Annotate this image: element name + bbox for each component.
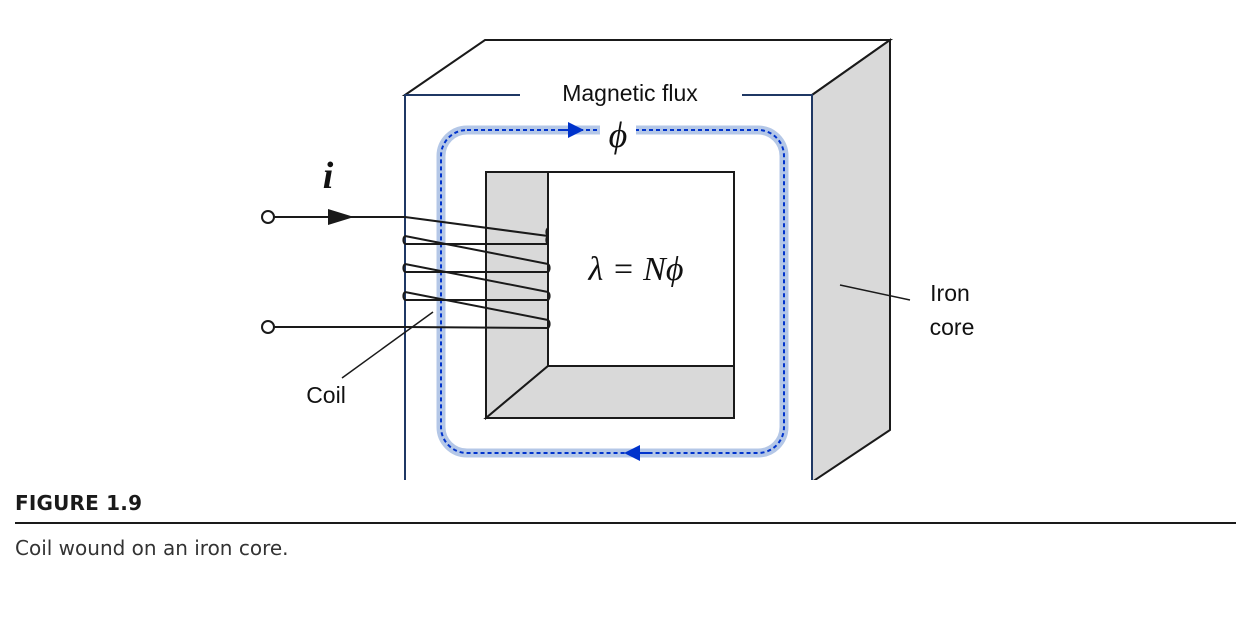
window-outline — [485, 171, 735, 419]
iron-core-label-line2: core — [930, 314, 975, 340]
iron-core-label-line1: Iron — [930, 280, 970, 306]
magnetic-flux-label: Magnetic flux — [562, 80, 698, 106]
coil-leader — [341, 311, 434, 379]
iron-core-leader — [839, 284, 911, 301]
phi-gap — [600, 118, 636, 144]
current-symbol: i — [323, 155, 334, 197]
coil-label: Coil — [306, 382, 346, 408]
coil-windings — [402, 216, 551, 329]
label-gap — [520, 88, 742, 102]
figure-label: FIGURE 1.9 — [15, 491, 143, 515]
phi-symbol: ϕ — [609, 115, 628, 155]
terminal-bottom — [261, 320, 275, 334]
figure-caption: Coil wound on an iron core. — [15, 536, 289, 560]
core-right-face — [811, 38, 891, 480]
terminal-top — [261, 210, 275, 224]
figure-divider — [15, 522, 1236, 524]
iron-core-diagram: Magnetic flux ϕ i λ = Nϕ — [261, 38, 975, 480]
flux-linkage-equation: λ = Nϕ — [588, 251, 684, 288]
current-arrow — [328, 209, 354, 225]
